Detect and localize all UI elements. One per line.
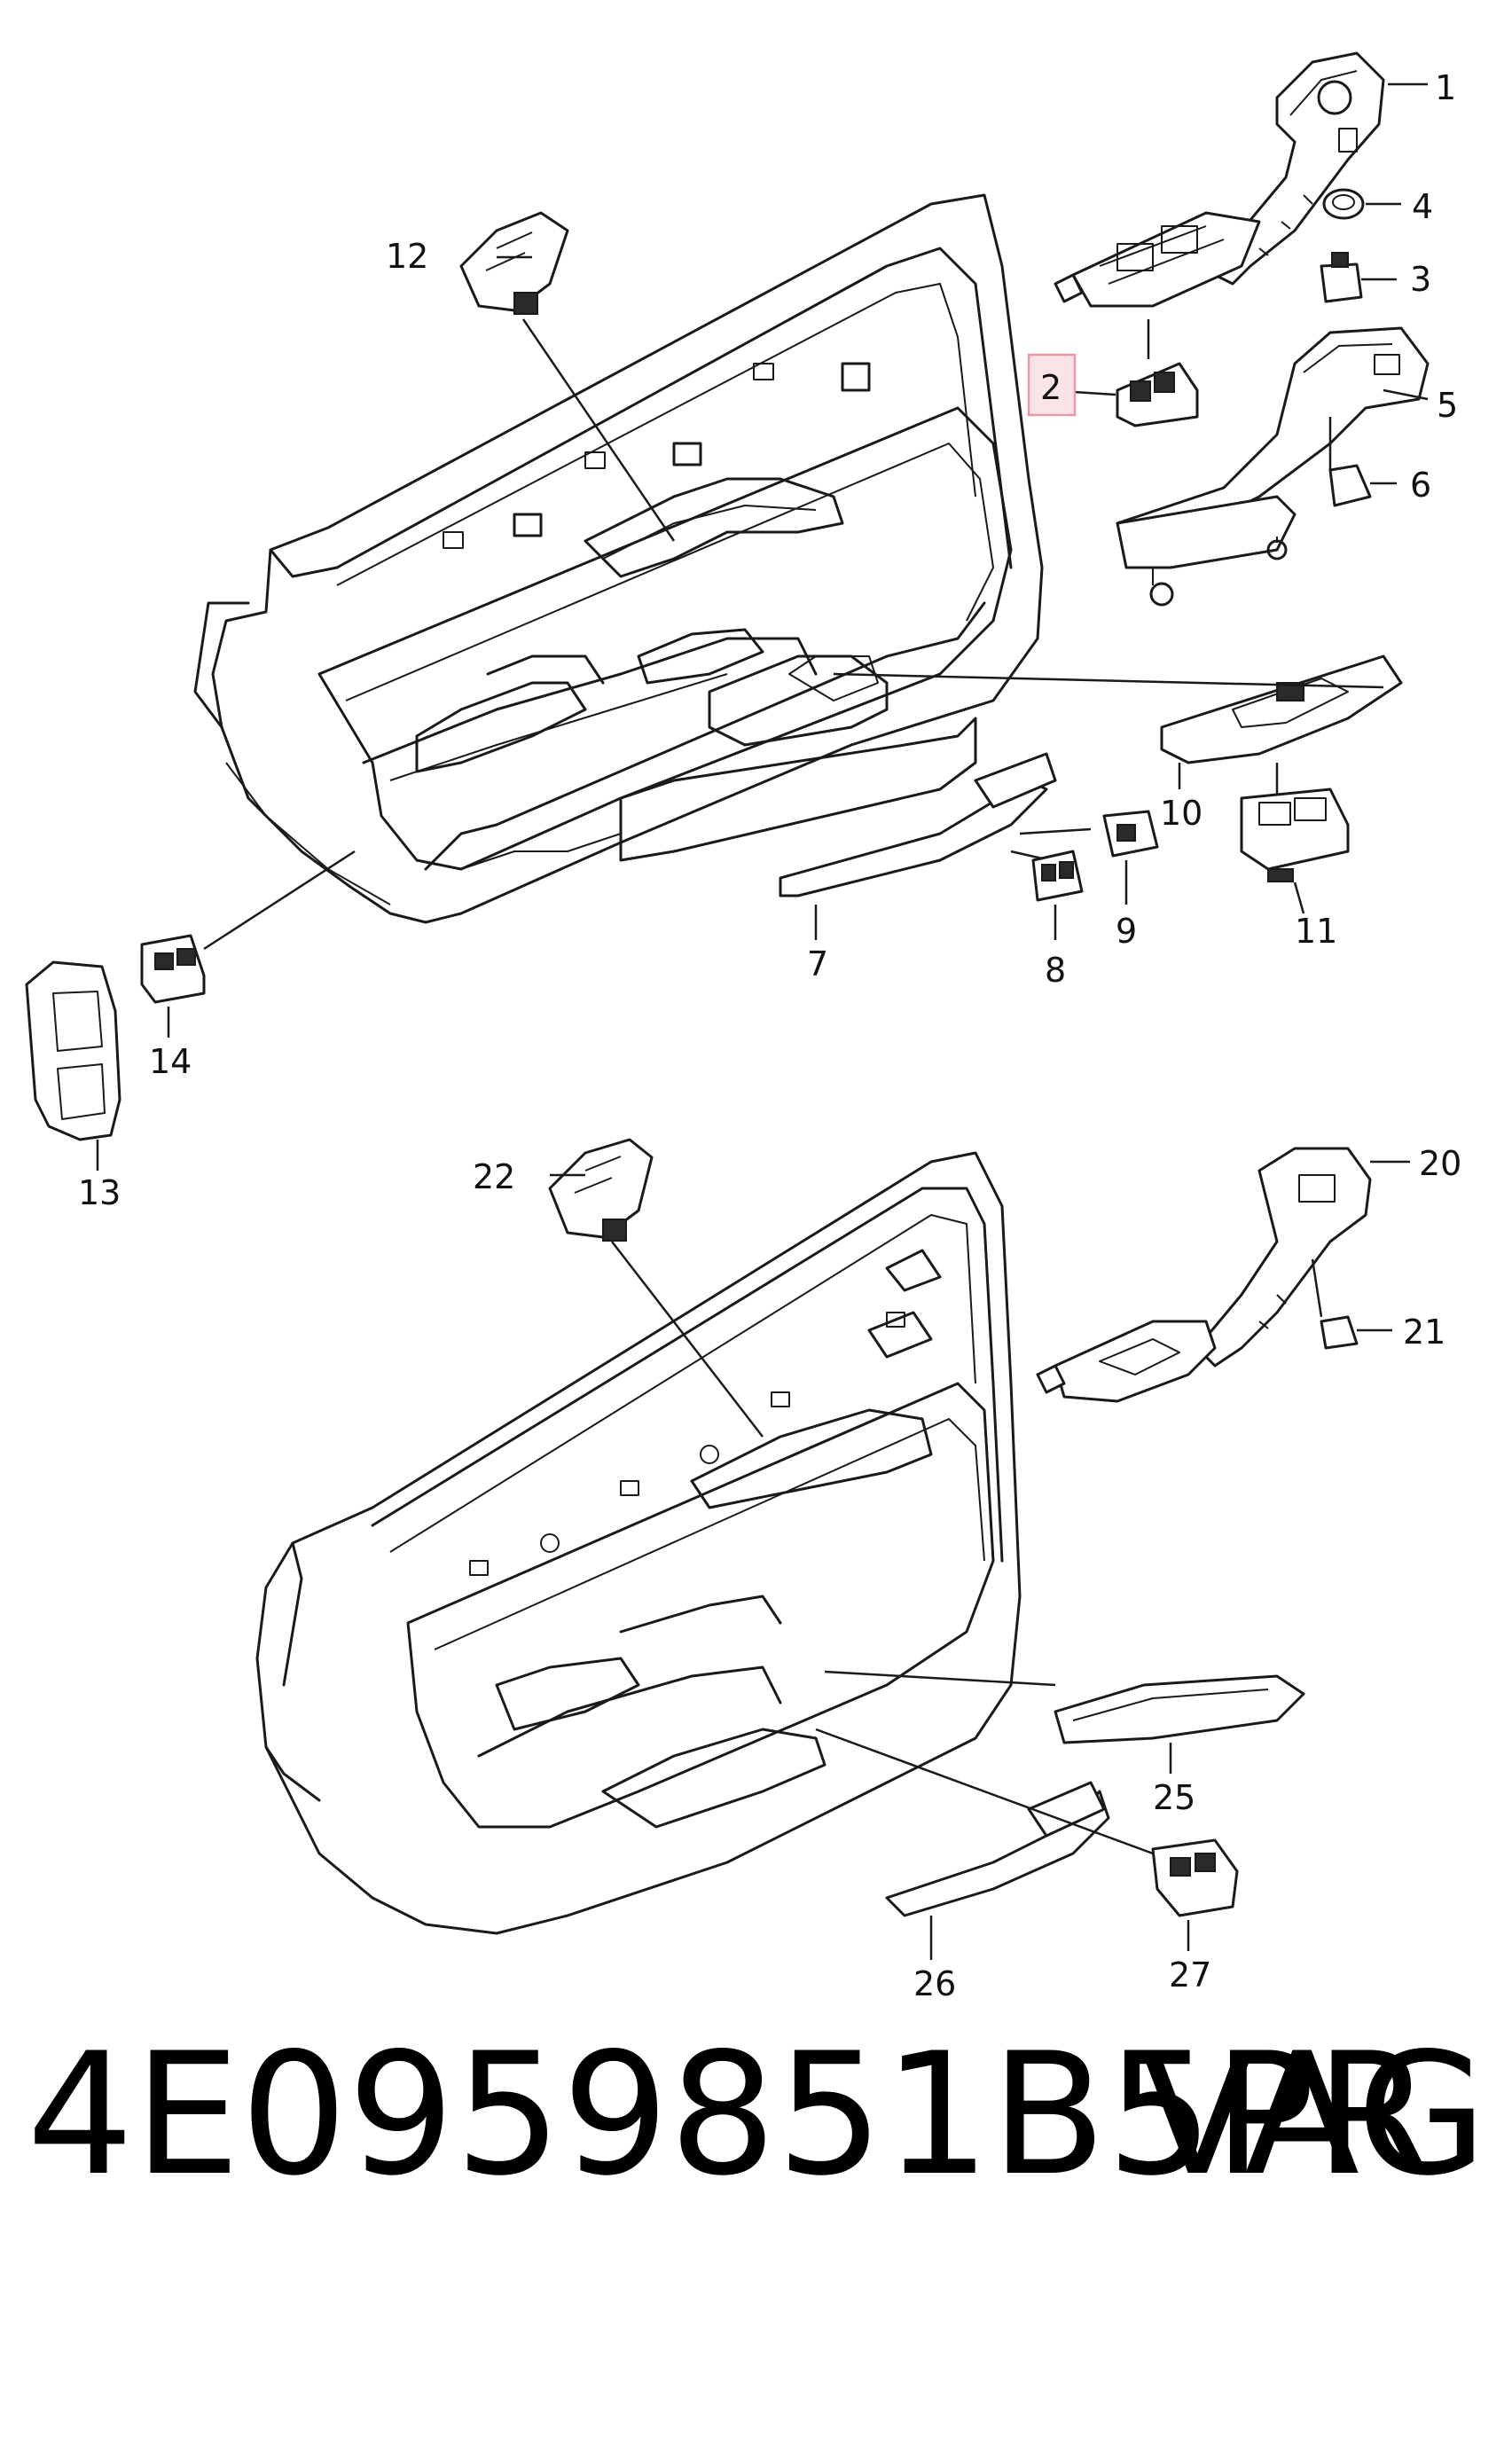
part-labels: 1 2 3 4 5 6 7 8 9 10 11 12 13 14 20 21 2… [78,68,1461,2003]
label-20: 20 [1419,1144,1461,1183]
part-3-knob [1320,252,1363,303]
label-5: 5 [1437,386,1458,425]
part-2-window-switch [1116,319,1199,427]
part-2-highlight-box [1027,353,1077,417]
part-20-armrest-frame [1195,1147,1372,1368]
label-7: 7 [807,944,828,984]
part-13-handle-bezel [25,960,121,1141]
window-switch-base [1054,211,1261,308]
part-14-switch [140,934,206,1004]
part-22-switch [548,1138,654,1242]
label-1: 1 [1435,68,1456,107]
label-21: 21 [1403,1313,1445,1352]
rear-door-panel [255,1151,1022,1935]
part-7-trim-strip [779,752,1057,897]
label-22: 22 [473,1157,515,1196]
label-4: 4 [1412,187,1433,226]
part-8-switch [1031,850,1084,902]
part-5-armrest-cover [1116,326,1430,607]
brand-name: VAG [1140,2017,1487,2213]
leader-lines [96,82,1429,1960]
part-21-cap [1320,1315,1359,1350]
part-25-tray [1054,1674,1305,1744]
label-25: 25 [1153,1778,1195,1817]
footer: 4E0959851B5PR VAG [0,2000,1512,2230]
label-8: 8 [1045,951,1066,990]
label-3: 3 [1410,260,1431,299]
part-26-trim-strip [885,1781,1110,1917]
label-6: 6 [1410,466,1431,505]
label-26: 26 [913,1964,956,2003]
part-4-ring [1322,188,1365,220]
part-27-switch [1151,1838,1239,1917]
part-20-switch-base [1036,1320,1217,1403]
label-11: 11 [1295,912,1337,951]
label-10: 10 [1160,794,1203,833]
label-27: 27 [1169,1955,1211,1995]
front-door-panel [193,193,1044,924]
label-2: 2 [1040,368,1062,407]
label-9: 9 [1116,912,1137,951]
label-13: 13 [78,1173,121,1212]
part-6-cap [1328,464,1372,507]
part-number: 4E0959851B5PR [27,2017,1432,2213]
label-12: 12 [386,237,428,276]
part-10-armrest-trim [1160,654,1403,764]
part-12-switch [459,211,569,315]
part-9-switch [1102,810,1159,858]
label-14: 14 [149,1042,192,1081]
part-11-switch-block [1240,788,1350,882]
